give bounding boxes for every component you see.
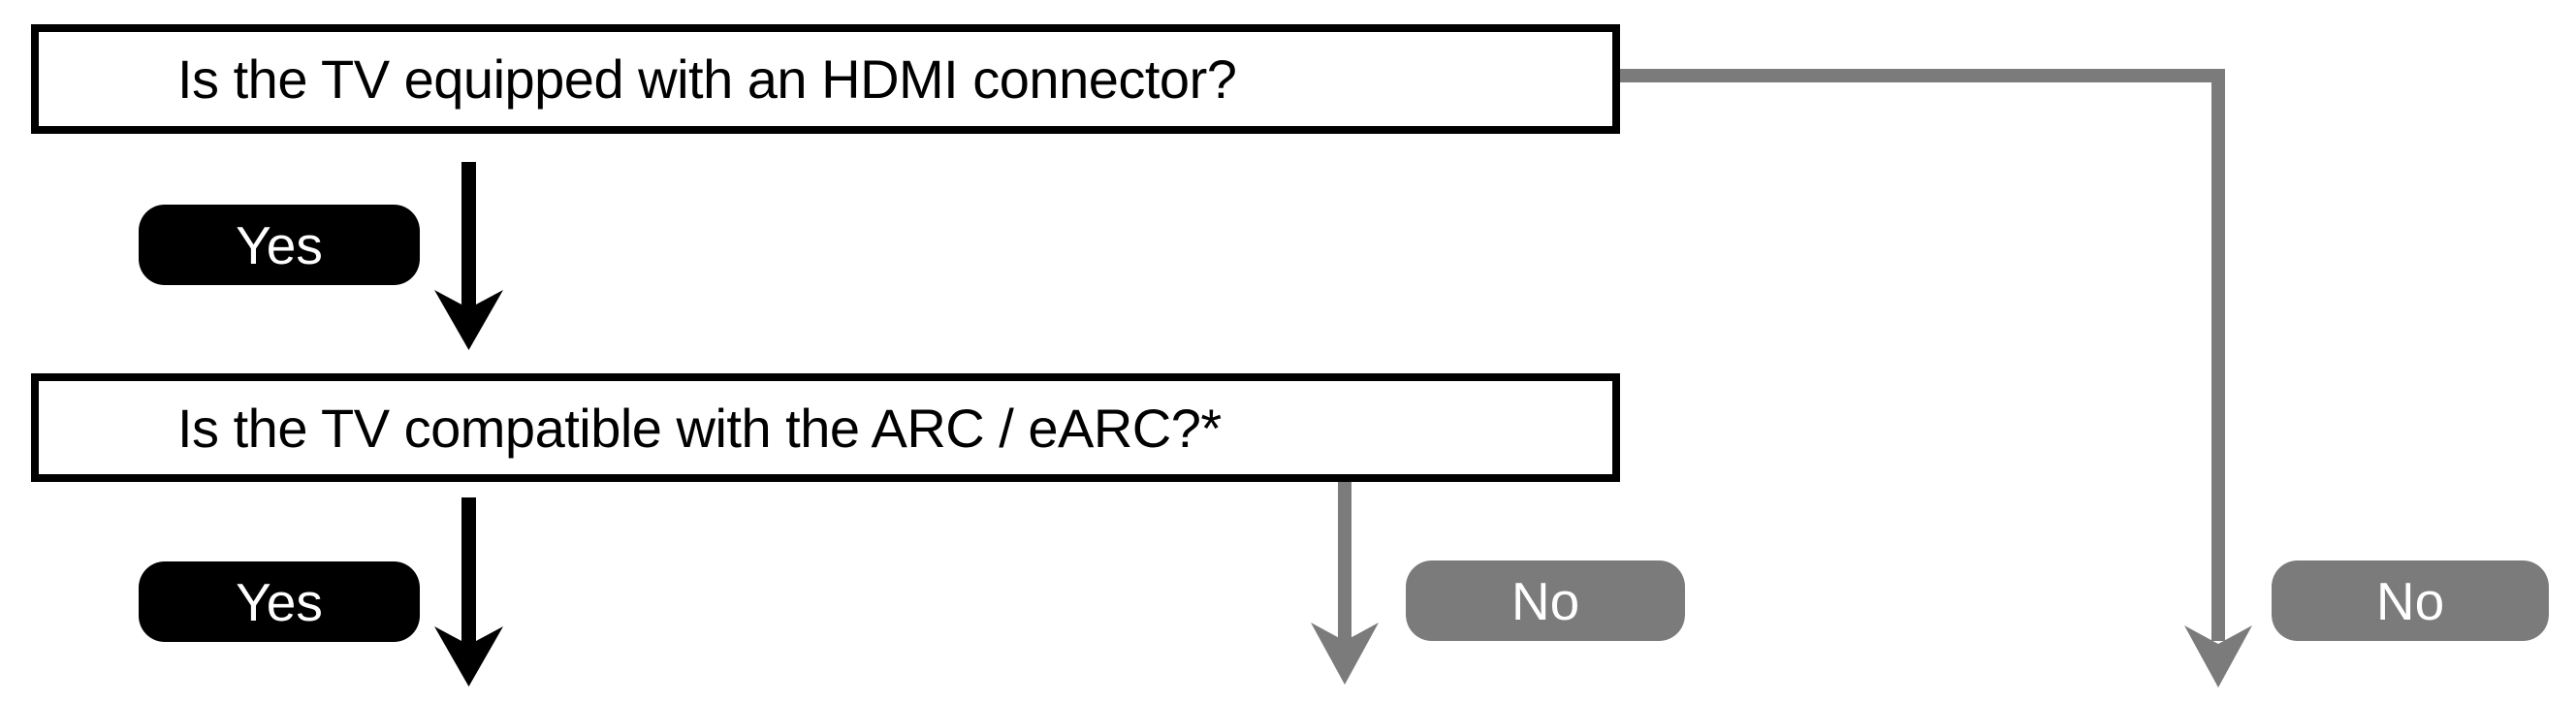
question-box-hdmi-connector: Is the TV equipped with an HDMI connecto… <box>31 24 1620 134</box>
no-badge-right: No <box>2272 560 2549 641</box>
no-arrow-right-head <box>2184 625 2252 688</box>
yes-arrow-1-shaft <box>461 162 476 312</box>
no-arrow-middle-shaft <box>1338 480 1352 641</box>
question-text-hdmi-connector: Is the TV equipped with an HDMI connecto… <box>177 48 1237 110</box>
no-connector-vertical <box>2211 69 2225 641</box>
question-box-arc-earc: Is the TV compatible with the ARC / eARC… <box>31 373 1620 482</box>
yes-arrow-1-head <box>434 290 503 350</box>
yes-badge-2: Yes <box>139 561 420 642</box>
yes-arrow-2-shaft <box>461 497 476 646</box>
no-badge-middle: No <box>1406 560 1685 641</box>
yes-arrow-2-head <box>434 626 503 687</box>
no-arrow-middle-head <box>1311 623 1379 685</box>
yes-badge-1: Yes <box>139 205 420 285</box>
question-text-arc-earc: Is the TV compatible with the ARC / eARC… <box>177 397 1222 459</box>
no-connector-horizontal <box>1620 69 2225 82</box>
